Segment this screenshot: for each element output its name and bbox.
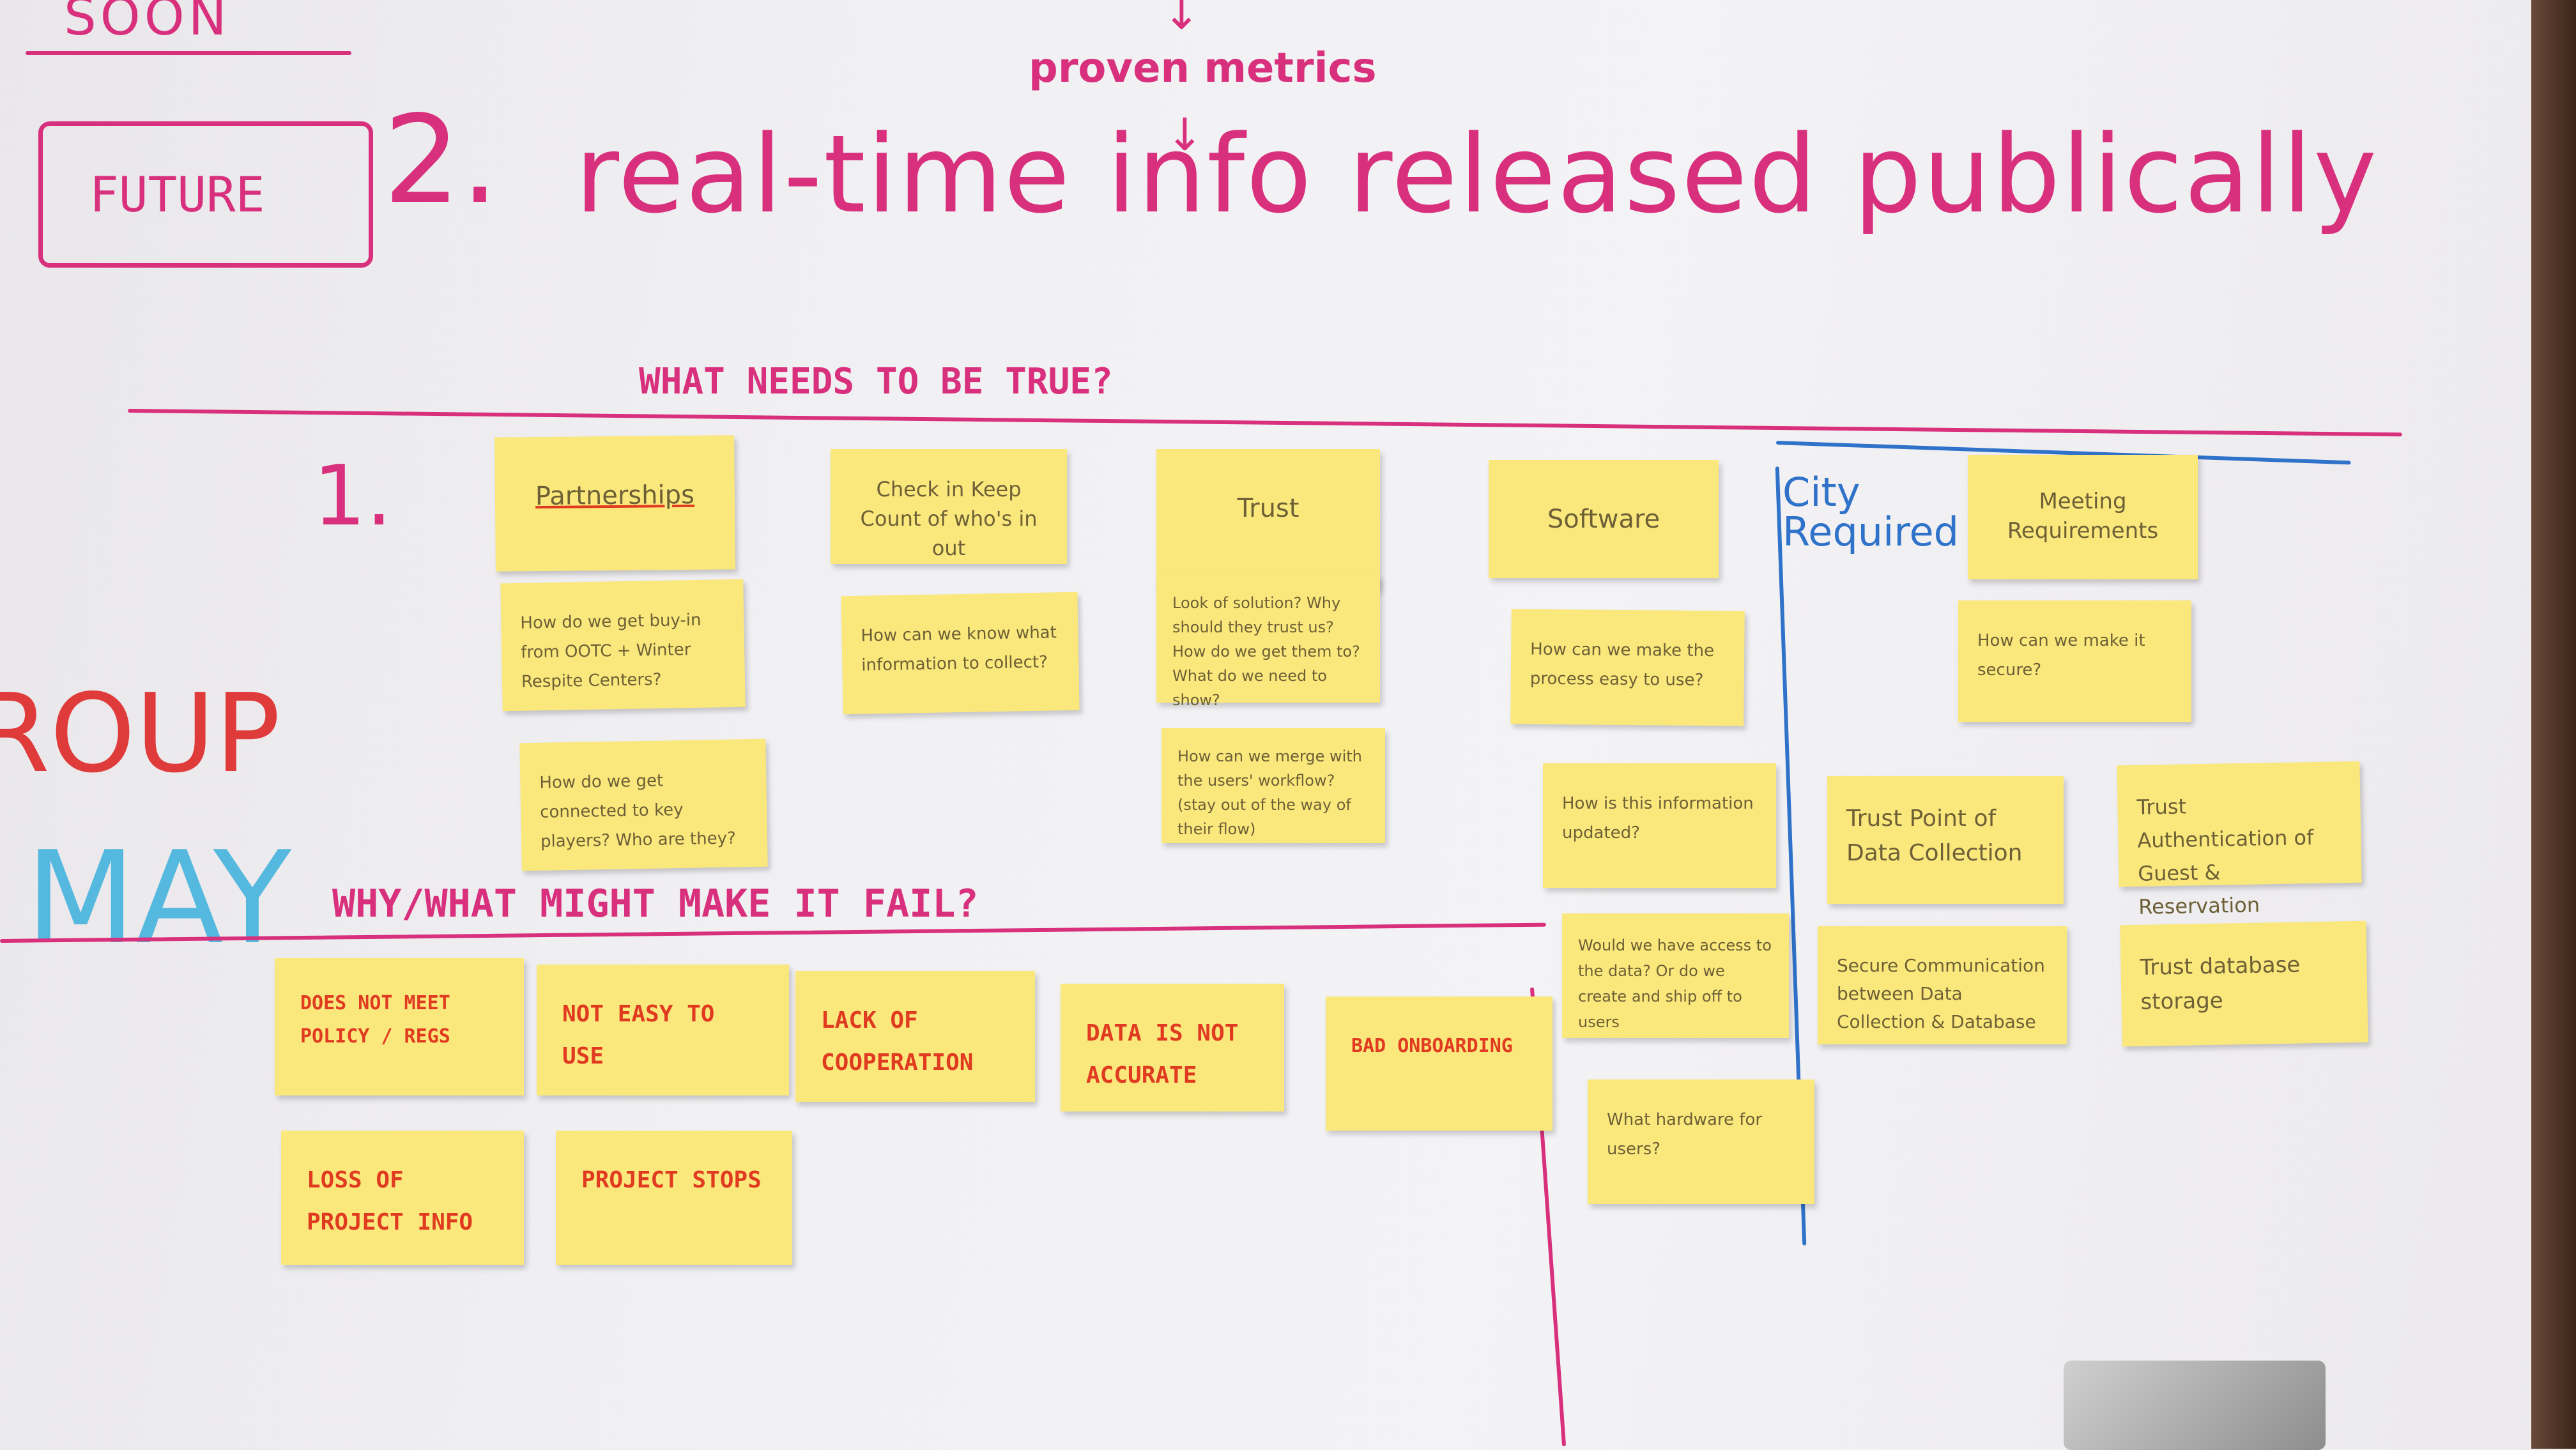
sticky-note: Trust Authentication of Guest & Reservat… — [2117, 761, 2362, 919]
left-edge-red-text: ROUP — [0, 671, 280, 797]
fail-heading: WHY/WHAT MIGHT MAKE IT FAIL? — [332, 881, 979, 926]
proven-metrics: proven metrics — [1029, 45, 1377, 92]
soon-underline — [26, 51, 351, 55]
arrow-down-icon: ↓ — [1163, 0, 1200, 40]
sticky-note: How can we know what information to coll… — [841, 591, 1080, 715]
sticky-note-software: Software — [1489, 460, 1719, 578]
sticky-note: Secure Communication between Data Collec… — [1818, 926, 2067, 1044]
arrow-down-icon: ↓ — [1166, 109, 1204, 161]
sticky-note: Look of solution? Why should they trust … — [1156, 575, 1380, 709]
number-two: 2. — [383, 89, 500, 231]
sticky-note-partnerships: Partnerships — [494, 435, 735, 572]
headline: real-time info released publically — [575, 112, 2379, 237]
sticky-note: Trust Point of Data Collection — [1827, 776, 2064, 904]
future-box — [38, 121, 373, 268]
future-label: FUTURE — [89, 166, 265, 223]
sticky-note: How do we get buy-in from OOTC + Winter … — [500, 579, 746, 712]
left-edge-blue-text: MAY — [26, 824, 292, 973]
sticky-note-meeting-requirements: Meeting Requirements — [1968, 455, 2198, 579]
sticky-note: How can we make the process easy to use? — [1510, 609, 1745, 726]
sticky-note: What hardware for users? — [1588, 1080, 1814, 1204]
sticky-note: How can we merge with the users' workflo… — [1162, 728, 1385, 843]
sticky-note-risk: NOT EASY TO USE — [537, 965, 789, 1095]
sticky-note-risk: BAD ONBOARDING — [1326, 996, 1552, 1131]
sticky-note: Trust database storage — [2120, 920, 2368, 1047]
number-one: 1. — [313, 447, 393, 544]
sticky-note: How do we get connected to key players? … — [519, 738, 768, 871]
sticky-note-risk: DOES NOT MEET POLICY / REGS — [275, 958, 524, 1095]
sticky-note: How can we make it secure? — [1958, 600, 2191, 722]
sticky-note-check-in: Check in Keep Count of who's in out — [831, 449, 1067, 564]
what-needs-true: WHAT NEEDS TO BE TRUE? — [639, 361, 1113, 402]
soon-label: SOON — [64, 0, 231, 47]
whiteboard-frame — [2531, 0, 2576, 1449]
city-required: City Required — [1782, 469, 1959, 555]
metal-mount — [2064, 1361, 2326, 1450]
sticky-note-risk: PROJECT STOPS — [556, 1131, 792, 1265]
sticky-note: How is this information updated? — [1543, 763, 1776, 888]
section-divider — [127, 409, 2402, 437]
sticky-note-trust: Trust — [1156, 449, 1380, 590]
sticky-note-risk: LACK OF COOPERATION — [795, 971, 1035, 1102]
sticky-note: Would we have access to the data? Or do … — [1562, 913, 1789, 1038]
sticky-note-risk: LOSS OF PROJECT INFO — [281, 1131, 524, 1265]
sticky-note-risk: DATA IS NOT ACCURATE — [1061, 984, 1284, 1111]
